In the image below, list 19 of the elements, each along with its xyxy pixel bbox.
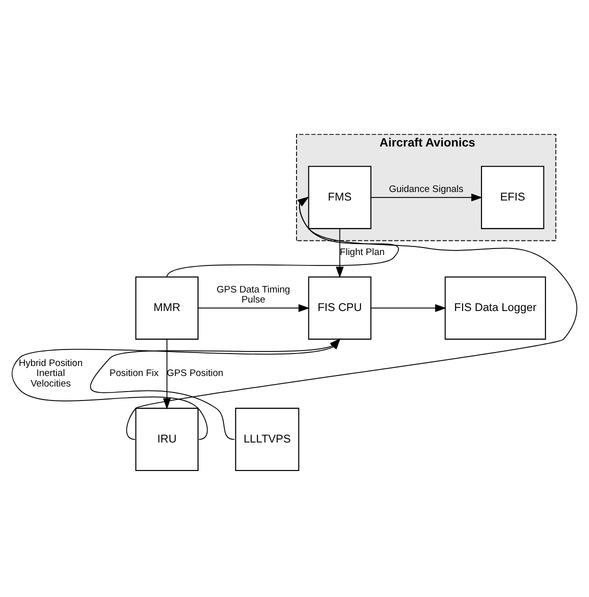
- node-box: EFIS: [480, 165, 544, 229]
- edge-label: Hybrid Position Inertial Velocities: [18, 357, 83, 390]
- arrow: [336, 228, 344, 278]
- edge-label: Guidance Signals: [388, 184, 464, 195]
- arrow: [370, 193, 483, 201]
- node-box: IRU: [135, 407, 199, 471]
- node-box: FIS Data Logger: [444, 276, 546, 340]
- edge-label: Position Fix: [110, 368, 159, 379]
- node-box: LLLTVPS: [235, 407, 300, 471]
- arrow: [198, 304, 310, 312]
- edge-label: Flight Plan: [340, 246, 385, 258]
- node-box: FIS CPU: [308, 276, 372, 340]
- edge-label: GPS Data Timing Pulse: [216, 284, 290, 306]
- arrow: [166, 196, 399, 277]
- arrow: [126, 196, 578, 440]
- node-box: FMS: [308, 165, 372, 229]
- node-box: MMR: [135, 276, 199, 340]
- arrow: [370, 304, 446, 312]
- arrow: [163, 338, 171, 409]
